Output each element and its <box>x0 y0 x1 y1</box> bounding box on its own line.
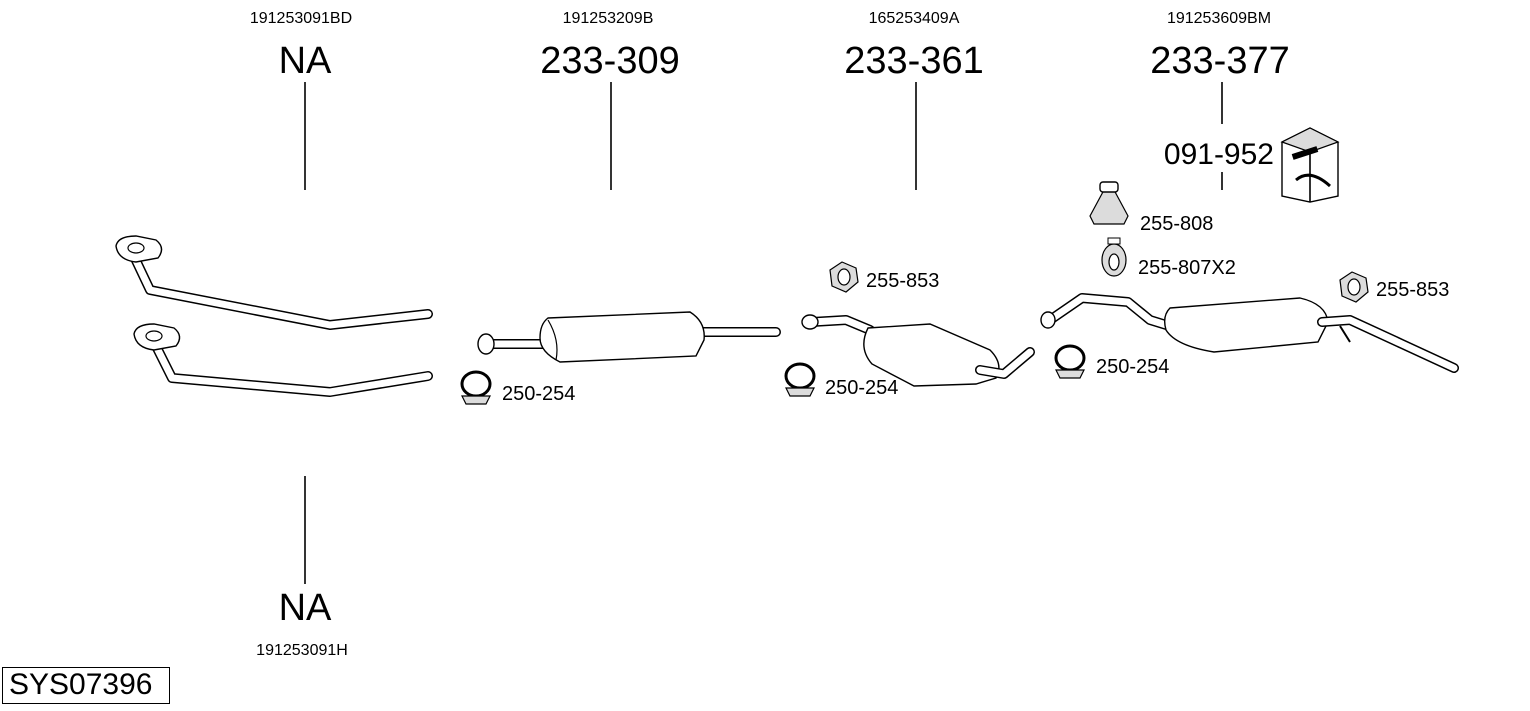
system-id-label: SYS07396 <box>2 667 170 704</box>
part-number-front-pipe-upper[interactable]: NA <box>279 40 332 82</box>
rubber-mount-icon[interactable] <box>1089 181 1129 225</box>
part-number-rear-silencer[interactable]: 233-377 <box>1150 40 1289 82</box>
hanger-part-number-1[interactable]: 255-853 <box>866 270 939 292</box>
part-number-middle-silencer[interactable]: 233-361 <box>844 40 983 82</box>
clamp-part-number-2[interactable]: 250-254 <box>825 377 898 399</box>
middle-silencer-drawing[interactable] <box>801 314 1035 387</box>
front-pipe-upper-drawing[interactable] <box>115 235 433 330</box>
oem-number-front-silencer: 191253209B <box>563 10 654 27</box>
oem-number-front-pipe-upper: 191253091BD <box>250 10 352 27</box>
front-pipe-lower-drawing[interactable] <box>133 323 433 397</box>
part-number-front-silencer[interactable]: 233-309 <box>540 40 679 82</box>
hanger-part-number-2[interactable]: 255-853 <box>1376 279 1449 301</box>
oem-number-rear-silencer: 191253609BM <box>1167 10 1271 27</box>
rear-silencer-drawing[interactable] <box>1040 293 1459 373</box>
clamp-icon[interactable] <box>784 362 816 397</box>
clamp-icon[interactable] <box>460 370 492 405</box>
clamp-part-number-1[interactable]: 250-254 <box>502 383 575 405</box>
rubber-ring-icon[interactable] <box>1101 237 1127 277</box>
rubber-ring-part-number[interactable]: 255-807X2 <box>1138 257 1236 279</box>
mounting-kit-box-icon[interactable] <box>1280 127 1340 203</box>
clamp-icon[interactable] <box>1054 344 1086 379</box>
hanger-icon[interactable] <box>1339 271 1369 303</box>
hanger-icon[interactable] <box>829 261 859 293</box>
oem-number-front-pipe-lower: 191253091H <box>256 642 348 659</box>
mounting-kit-number[interactable]: 091-952 <box>1164 138 1274 171</box>
rubber-mount-part-number[interactable]: 255-808 <box>1140 213 1213 235</box>
part-number-front-pipe-lower[interactable]: NA <box>279 587 332 629</box>
clamp-part-number-3[interactable]: 250-254 <box>1096 356 1169 378</box>
oem-number-middle-silencer: 165253409A <box>869 10 960 27</box>
front-silencer-drawing[interactable] <box>477 311 781 363</box>
